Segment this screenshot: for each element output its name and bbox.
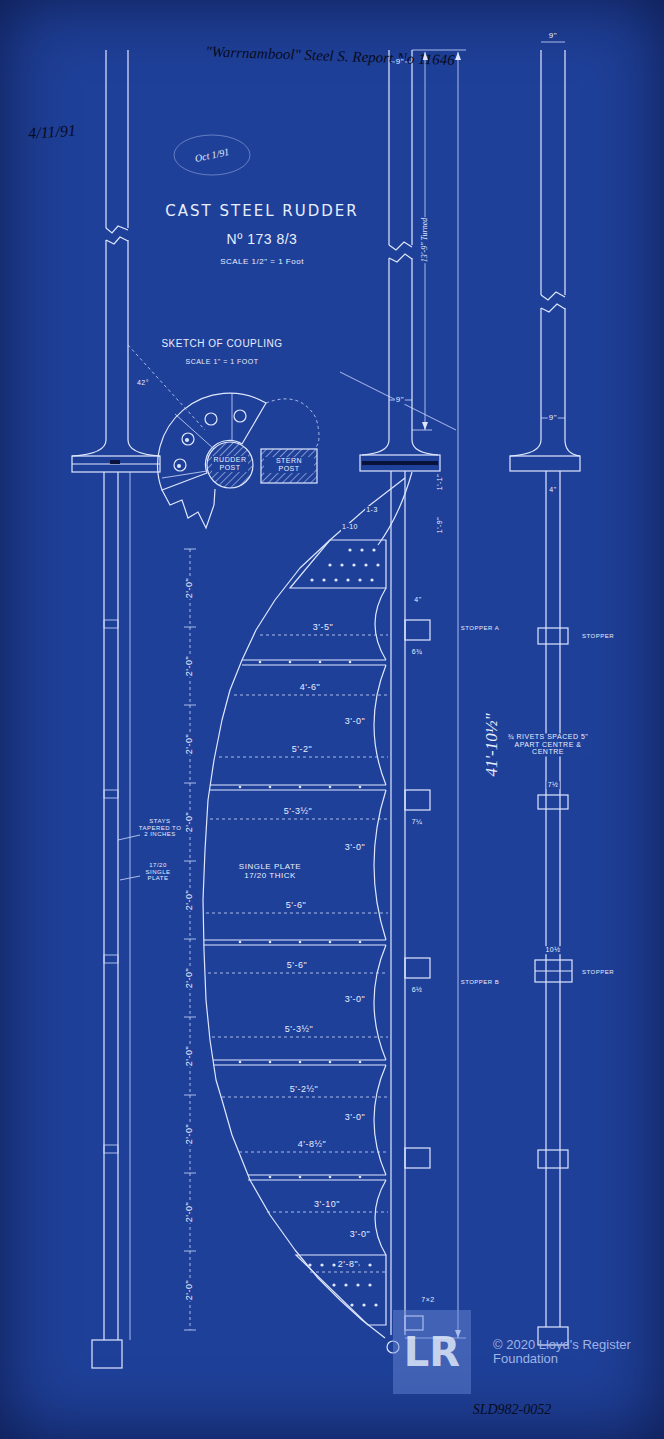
dimension: 9": [395, 58, 405, 67]
frame-width: 5'-2½": [289, 1085, 319, 1095]
node-label: RUDDER POST: [212, 456, 248, 472]
plate-note: SINGLE PLATE 17/20 THICK: [232, 863, 308, 881]
dimension: 6¾: [411, 648, 424, 656]
frame-width: 2'-8": [337, 1260, 359, 1270]
stay-spacing: 2'-0": [185, 1201, 195, 1223]
dimension: 9": [549, 32, 557, 41]
handwritten-date: 4/11/91: [28, 122, 77, 143]
frame-width: 5'-2": [291, 745, 313, 755]
node-label: STERN POST: [264, 457, 314, 473]
frame-width: 5'-3½": [284, 1025, 314, 1035]
rudder-post-section: RUDDER POST: [206, 441, 254, 489]
stay-spacing: 2'-0": [185, 577, 195, 599]
rivet-note: ¾ RIVETS SPACED 5" APART CENTRE & CENTRE: [504, 733, 592, 756]
stopper-label: STOPPER A: [460, 625, 500, 632]
frame-width: 5'-3½": [283, 807, 313, 817]
frame-spacing: 3'-0": [349, 1230, 371, 1240]
stay-spacing: 2'-0": [185, 1279, 195, 1301]
sketch-title: SKETCH OF COUPLING: [161, 338, 282, 349]
frame-spacing: 3'-0": [344, 1113, 366, 1123]
watermark-logo: LR: [404, 1330, 460, 1374]
dimension: 13'-9" Turned: [421, 217, 430, 263]
stay-spacing: 2'-0": [185, 811, 195, 833]
frame-spacing: 3'-0": [344, 717, 366, 727]
frame-width: 3'-5": [312, 623, 334, 633]
dimension: 7¼: [411, 818, 424, 826]
dimension: 7×2: [420, 1296, 435, 1304]
frame-spacing: 3'-0": [344, 843, 366, 853]
archive-reference: SLD982-0052: [473, 1402, 552, 1417]
dimension: 9": [548, 414, 558, 423]
stay-spacing: 2'-0": [185, 1045, 195, 1067]
stopper-label: STOPPER B: [460, 979, 501, 986]
plate-note: 17/20 SINGLE PLATE: [138, 862, 178, 882]
node-text: STERN POST: [264, 457, 314, 475]
stay-spacing: 2'-0": [185, 967, 195, 989]
dimension: 1'-9": [436, 516, 444, 534]
frame-spacing: 3'-0": [344, 995, 366, 1005]
frame-width: 4'-8½": [297, 1140, 327, 1150]
dimension: 1-10: [341, 523, 359, 531]
handwritten-note: "Warrnambool" Steel S. Report No 11646: [205, 43, 455, 68]
node-text: RUDDER POST: [212, 456, 248, 474]
dimension: 4": [413, 596, 422, 604]
stay-spacing: 2'-0": [185, 1123, 195, 1145]
dimension: 1'-1": [436, 473, 444, 491]
frame-width: 5'-6": [285, 901, 307, 911]
dimension: 1-3: [365, 506, 379, 514]
drawing-number: Nº 173 8/3: [227, 232, 298, 247]
frame-width: 3'-10": [313, 1200, 341, 1210]
dimension: 10½: [544, 946, 561, 954]
stopper-label: STOPPER: [582, 633, 614, 640]
angle-label: 42°: [137, 379, 149, 387]
stay-note: STAYS TAPERED TO 2 INCHES: [137, 818, 183, 838]
stay-spacing: 2'-0": [185, 889, 195, 911]
dimension: 7½: [547, 781, 560, 789]
dimension: 6½: [411, 986, 424, 994]
stay-spacing: 2'-0": [185, 655, 195, 677]
overall-length: 41'-10½": [483, 712, 502, 777]
dimension: 9": [395, 396, 405, 405]
stay-spacing: 2'-0": [185, 733, 195, 755]
scale-note: SCALE 1/2" = 1 Foot: [220, 258, 304, 267]
watermark: © 2020 Lloyd's Register Foundation: [493, 1338, 643, 1367]
stern-post-section: STERN POST: [260, 448, 318, 484]
drawing-title: CAST STEEL RUDDER: [165, 203, 358, 220]
scale-note: SCALE 1" = 1 FOOT: [185, 358, 258, 366]
dimension: 4": [548, 486, 557, 494]
stopper-label: STOPPER: [582, 969, 614, 976]
frame-width: 4'-6": [299, 683, 321, 693]
frame-width: 5'-6": [286, 961, 308, 971]
approval-stamp: Oct 1/91: [194, 146, 230, 164]
